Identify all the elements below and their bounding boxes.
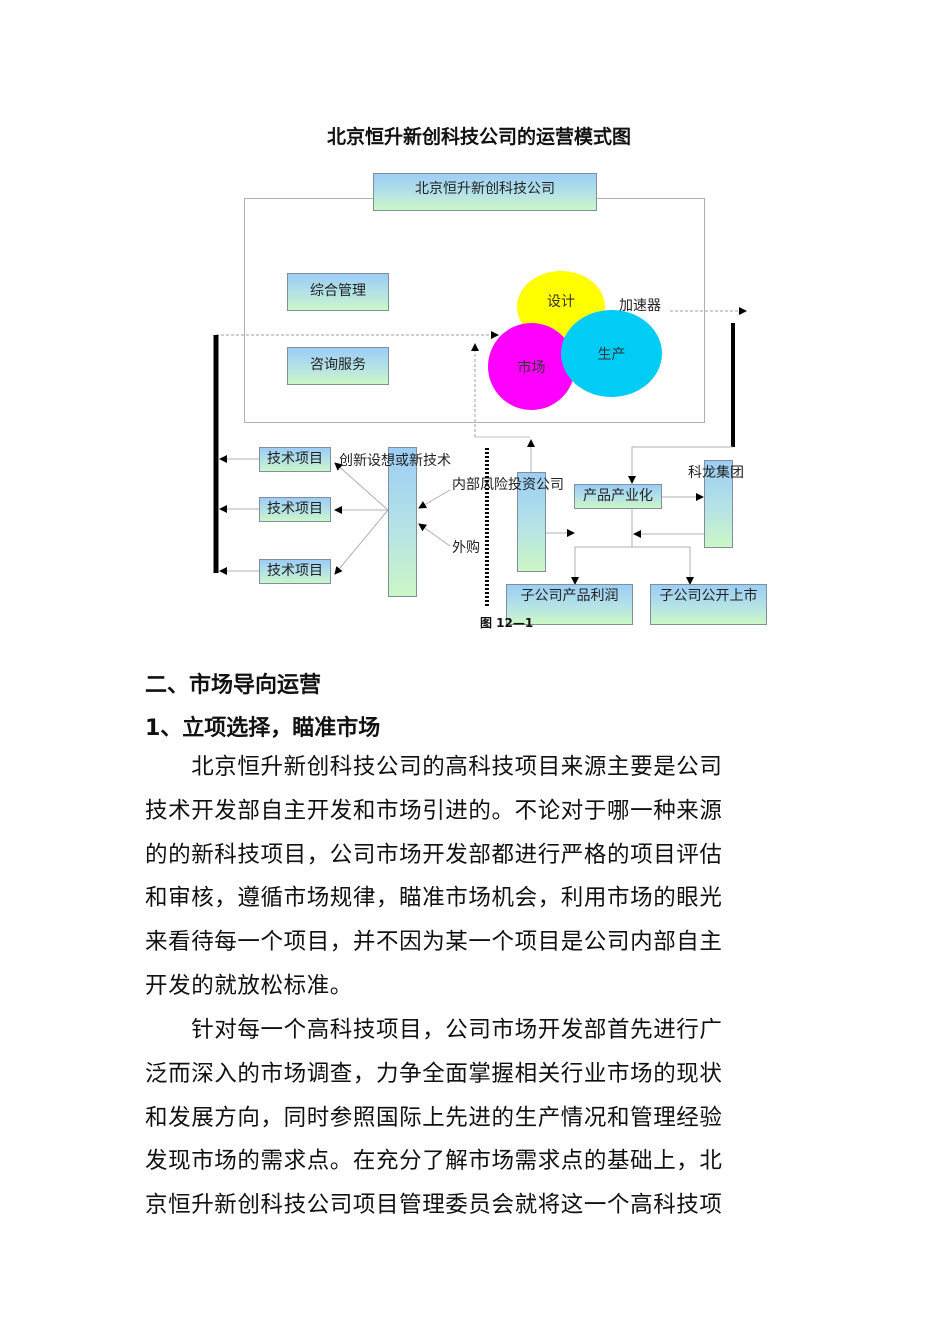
section-heading: 二、市场导向运营 [145, 673, 322, 698]
paragraph-2: 针对每一个高科技项目，公司市场开发部首先进行广 泛而深入的市场调查，力争全面掌握… [145, 1009, 807, 1228]
innovation-bar [388, 447, 417, 597]
paragraph-line: 泛而深入的市场调查，力争全面掌握相关行业市场的现状 [145, 1060, 723, 1087]
outsource-label: 外购 [452, 540, 480, 556]
accelerator-label: 加速器 [619, 298, 661, 314]
figure-caption: 图 12—1 [480, 616, 534, 630]
diagram-connectors [213, 198, 747, 608]
circle-production-label: 生产 [597, 346, 626, 363]
industrialization-box: 产品产业化 [574, 484, 662, 509]
company-box: 北京恒升新创科技公司 [373, 173, 597, 211]
circle-market: 市场 [488, 323, 575, 410]
tech-project-box-1: 技术项目 [259, 447, 331, 472]
kelon-bar [704, 460, 733, 548]
paragraph-line: 发现市场的需求点。在充分了解市场需求点的基础上，北 [145, 1148, 723, 1175]
investment-company-bar [517, 472, 546, 572]
tech-project-box-2: 技术项目 [259, 497, 331, 522]
general-management-box: 综合管理 [287, 273, 389, 311]
circle-production: 生产 [561, 310, 662, 397]
kelon-group-label: 科龙集团 [688, 465, 744, 481]
circle-design-label: 设计 [547, 294, 575, 310]
diagram-title: 北京恒升新创科技公司的运营模式图 [326, 126, 631, 148]
paragraph-line: 开发的就放松标准。 [145, 972, 353, 999]
circle-market-label: 市场 [517, 359, 546, 376]
subsidiary-ipo-box: 子公司公开上市 [650, 584, 767, 625]
paragraph-line: 针对每一个高科技项目，公司市场开发部首先进行广 [145, 1017, 723, 1043]
innovation-label: 创新设想或新技术 [339, 453, 451, 469]
paragraph-line: 和审核，遵循市场规律，瞄准市场机会，利用市场的眼光 [145, 885, 723, 912]
paragraph-line: 技术开发部自主开发和市场引进的。不论对于哪一种来源 [145, 797, 723, 824]
paragraph-line: 和发展方向，同时参照国际上先进的生产情况和管理经验 [145, 1104, 723, 1131]
tech-project-box-3: 技术项目 [259, 559, 331, 584]
internal-venture-label: 内部风险投资公司 [452, 477, 564, 493]
paragraph-line: 的的新科技项目，公司市场开发部都进行严格的项目评估 [145, 841, 723, 868]
subsection-heading: 1、立项选择，瞄准市场 [145, 716, 381, 741]
paragraph-line: 来看待每一个项目，并不因为某一个项目是公司内部自主 [145, 929, 723, 956]
subsidiary-profit-box: 子公司产品利润 [506, 584, 633, 625]
consulting-service-box: 咨询服务 [287, 347, 389, 385]
paragraph-1: 北京恒升新创科技公司的高科技项目来源主要是公司 技术开发部自主开发和市场引进的。… [145, 746, 807, 1009]
paragraph-line: 北京恒升新创科技公司的高科技项目来源主要是公司 [145, 754, 723, 780]
paragraph-line: 京恒升新创科技公司项目管理委员会就将这一个高科技项 [145, 1192, 723, 1219]
